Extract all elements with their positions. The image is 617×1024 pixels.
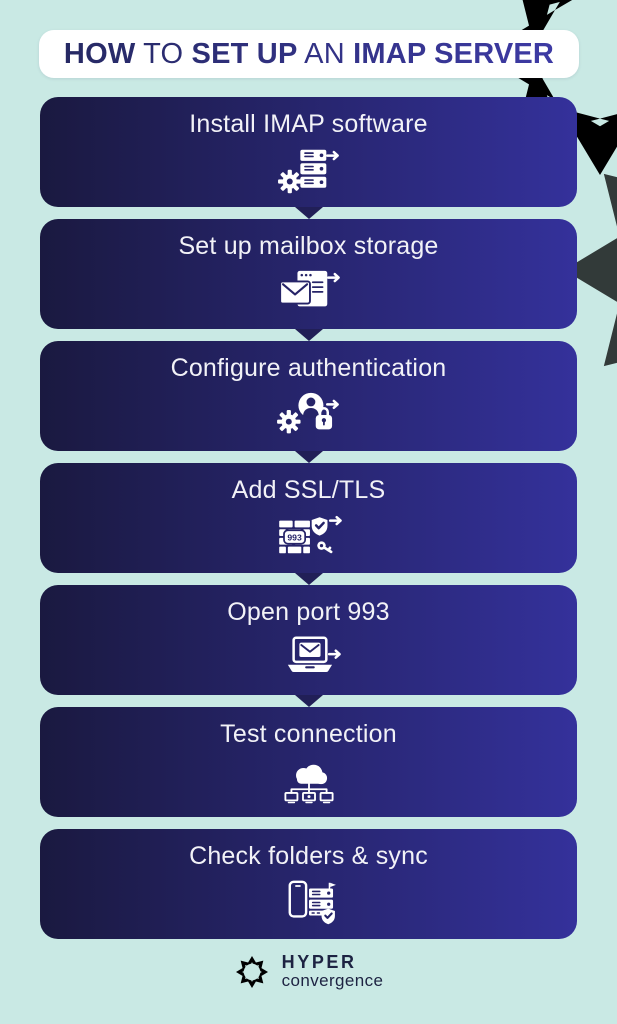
- title-part: TO: [135, 37, 192, 70]
- down-arrow-connector: [294, 207, 323, 219]
- step-card-test-connection: Test connection: [40, 707, 577, 817]
- firewall-shield-key-arrow-icon: 993: [278, 515, 342, 553]
- header-banner: HOW TO SET UP AN IMAP SERVER: [39, 30, 579, 78]
- title-part: SET UP: [191, 37, 298, 70]
- step-label: Check folders & sync: [189, 841, 428, 870]
- step-card-check-folders-and-sync: Check folders & sync: [40, 829, 577, 939]
- down-arrow-connector: [294, 573, 323, 585]
- step-label: Open port 993: [227, 597, 390, 626]
- step-card-set-up-mailbox-storage: Set up mailbox storage: [40, 219, 577, 341]
- title-part: IMAP SERVER: [353, 37, 555, 70]
- step-card-open-port-993: Open port 993: [40, 585, 577, 707]
- brand-name: HYPER: [281, 952, 357, 972]
- step-label: Add SSL/TLS: [231, 475, 386, 504]
- devices-shield-sync-icon: [288, 880, 336, 925]
- port-badge: 993: [287, 532, 302, 542]
- step-label: Set up mailbox storage: [178, 231, 439, 260]
- down-arrow-connector: [294, 695, 323, 707]
- step-card-add-ssl-tls: Add SSL/TLS 993: [40, 463, 577, 585]
- gear-user-lock-arrow-icon: [276, 392, 339, 433]
- step-card-install-imap-software: Install IMAP software: [40, 97, 577, 219]
- brand-subname: convergence: [281, 971, 384, 991]
- brand-footer: .lg .arm-a{fill:#35b7a5}.lg .arm-b{fill:…: [0, 952, 617, 991]
- step-label: Configure authentication: [170, 353, 447, 382]
- down-arrow-connector: [294, 329, 323, 341]
- title-part: HOW: [63, 37, 136, 70]
- title-part: AN: [297, 37, 354, 70]
- step-flow: Install IMAP software Set up mailbox sto…: [40, 97, 577, 939]
- laptop-envelope-arrow-icon: [287, 636, 341, 672]
- cloud-network-icon: [283, 764, 334, 803]
- step-label: Install IMAP software: [189, 109, 428, 138]
- gear-server-arrow-icon: [277, 149, 339, 193]
- step-card-configure-authentication: Configure authentication: [40, 341, 577, 463]
- envelope-document-arrow-icon: [278, 270, 340, 306]
- down-arrow-connector: [294, 451, 323, 463]
- page-title: HOW TO SET UP AN IMAP SERVER: [64, 38, 554, 71]
- step-label: Test connection: [220, 719, 397, 748]
- brand-snowflake-icon: .lg .arm-a{fill:#35b7a5}.lg .arm-b{fill:…: [235, 955, 268, 988]
- brand-wordmark: HYPER convergence: [281, 952, 384, 991]
